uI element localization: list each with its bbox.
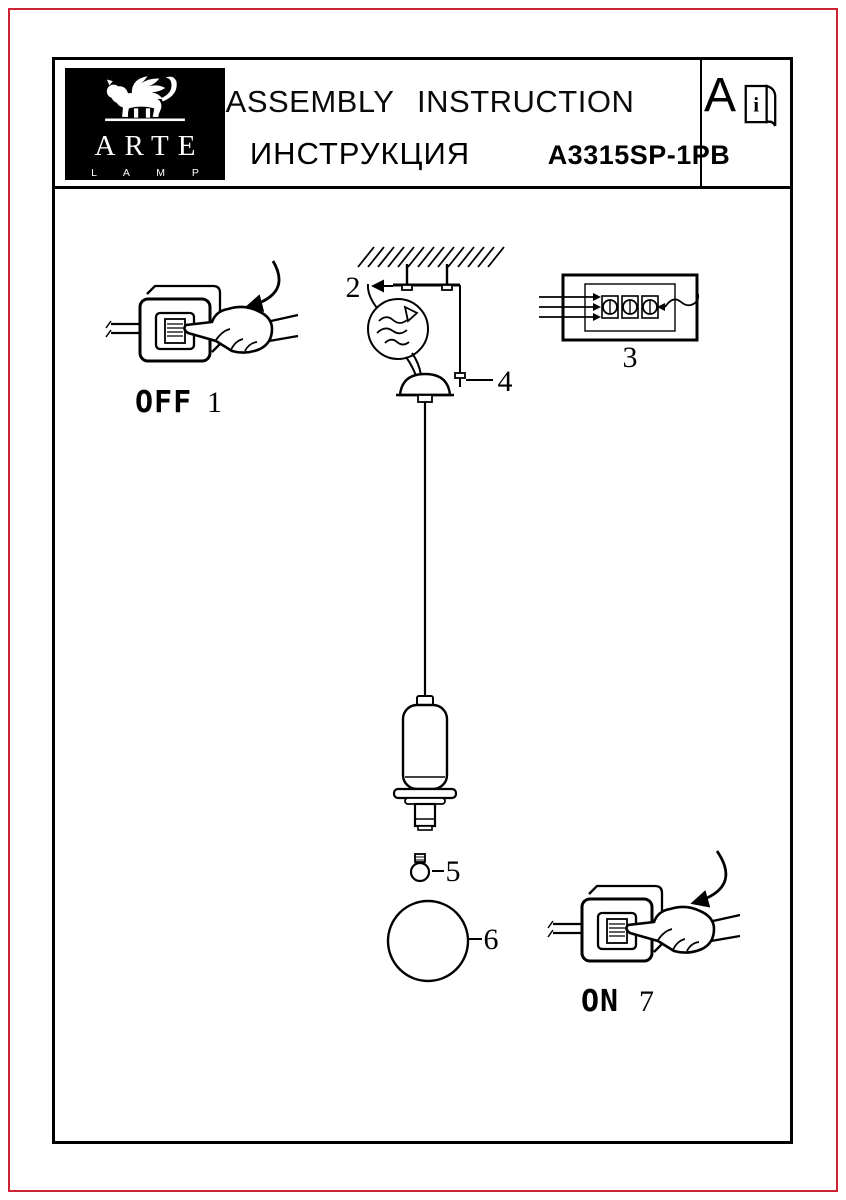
scene-switch-off: OFF 1 — [104, 260, 300, 420]
step-4-number: 4 — [498, 365, 513, 398]
booklet-i-letter: i — [753, 93, 759, 117]
step-5-number: 5 — [446, 855, 461, 888]
wire-detail-circle — [366, 283, 429, 377]
lamp-holder — [392, 695, 458, 831]
terminal-block — [539, 273, 700, 342]
section-letter: A — [703, 69, 736, 122]
step-1-number: 1 — [207, 386, 222, 419]
on-label: ON — [581, 984, 619, 1019]
title-instruction-ru: ИНСТРУКЦИЯ — [249, 136, 471, 171]
diagram-svg: OFF 1 2 — [104, 246, 742, 1019]
title-assembly-instruction: ASSEMBLY INSTRUCTION — [225, 84, 635, 119]
brand-logo: ARTE L A M P — [65, 68, 225, 180]
mounting-bracket — [393, 264, 461, 375]
off-label: OFF — [135, 385, 192, 420]
brand-name: ARTE — [94, 130, 205, 162]
canopy-dome — [396, 372, 454, 403]
red-frame — [8, 8, 838, 1192]
bulb-icon — [409, 853, 431, 883]
main-diagram-box: OFF 1 2 — [52, 186, 793, 1144]
winged-lion-icon — [105, 76, 185, 122]
ceiling-hatch — [357, 246, 505, 268]
model-number: A3315SP-1PB — [547, 140, 731, 170]
step-2-number: 2 — [346, 271, 361, 304]
step-7-number: 7 — [639, 985, 654, 1018]
booklet-info-icon: i — [744, 84, 777, 127]
scene-switch-on: ON 7 — [546, 850, 742, 1019]
off-press-arrow-icon — [244, 260, 281, 312]
step-3-number: 3 — [623, 341, 638, 374]
header-divider — [700, 60, 702, 186]
socket — [413, 802, 437, 828]
glass-sphere — [386, 899, 470, 983]
on-press-arrow-icon — [690, 850, 728, 908]
header-box: ARTE L A M P ASSEMBLY INSTRUCTION ИНСТРУ… — [52, 57, 793, 189]
canopy-screw-icon — [454, 372, 466, 387]
step-6-number: 6 — [484, 923, 499, 956]
brand-subname: L A M P — [91, 167, 211, 179]
